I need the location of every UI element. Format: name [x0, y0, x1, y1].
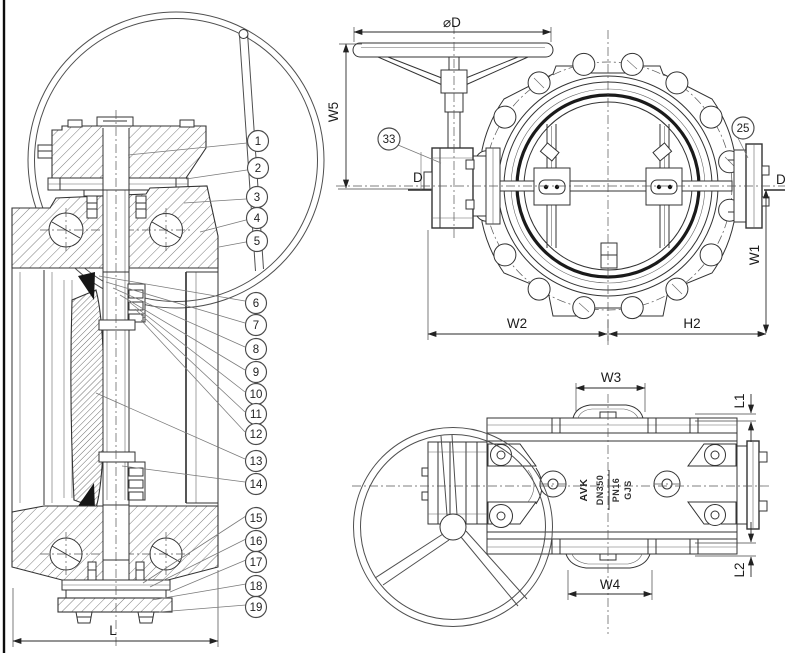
upper-gland-flange	[98, 319, 136, 331]
svg-text:25: 25	[737, 123, 750, 135]
callout-3: 3	[245, 185, 269, 209]
callout-8: 8	[244, 337, 268, 361]
dim-diameter: ⌀D	[443, 15, 461, 30]
callout-19: 19	[244, 595, 268, 619]
svg-text:11: 11	[250, 409, 262, 421]
svg-text:17: 17	[250, 557, 263, 569]
svg-text:19: 19	[250, 602, 263, 614]
section-label-right: D	[776, 172, 785, 187]
cast-brand: AVK	[578, 479, 590, 502]
dim-l2: L2	[732, 562, 747, 577]
bottom-cover-plate	[57, 597, 173, 613]
handwheel-spoke-cap	[238, 29, 249, 39]
svg-text:5: 5	[254, 236, 260, 248]
dim-w1: W1	[747, 245, 762, 265]
svg-text:9: 9	[253, 367, 259, 379]
callout-16: 16	[244, 529, 268, 553]
handwheel-rim-outer	[27, 11, 325, 309]
dim-l1: L1	[732, 393, 747, 408]
housing-bolt-right	[179, 119, 195, 128]
callout-balloons: 1 2 3 4 5 6 7 8 9 10 11 12 13 14 15 16 1…	[244, 116, 755, 619]
callout-7: 7	[244, 313, 268, 337]
dim-w4: W4	[600, 577, 621, 592]
svg-text:33: 33	[383, 134, 396, 146]
top-view: AVK DN350 PN16 GJS	[352, 394, 772, 634]
disc-stop-right	[652, 142, 673, 162]
callout-1: 1	[246, 129, 270, 153]
gearbox-front	[423, 147, 501, 229]
callout-4: 4	[245, 206, 269, 230]
svg-text:14: 14	[250, 479, 263, 491]
seat-seal-upper	[78, 272, 95, 300]
lower-gland-flange	[98, 451, 136, 463]
svg-text:7: 7	[253, 320, 259, 332]
section-view	[11, 11, 325, 646]
shaft-cover-top-view	[736, 440, 768, 530]
svg-text:16: 16	[250, 536, 263, 548]
callout-18: 18	[244, 574, 268, 598]
svg-text:6: 6	[253, 298, 259, 310]
bottom-plate	[486, 538, 738, 555]
stud-bolt-right	[135, 195, 147, 219]
svg-text:18: 18	[250, 581, 263, 593]
callout-12: 12	[244, 422, 268, 446]
cast-material: GJS	[623, 480, 633, 500]
front-view	[336, 25, 785, 346]
stud-bolt-left	[86, 195, 98, 219]
dim-w3: W3	[601, 370, 621, 385]
svg-text:3: 3	[254, 192, 260, 204]
callout-2: 2	[246, 156, 270, 180]
dim-h2: H2	[683, 316, 700, 331]
svg-text:2: 2	[255, 163, 261, 175]
gearbox-top-view	[421, 441, 488, 525]
callout-5: 5	[245, 229, 269, 253]
handwheel-bar	[352, 42, 554, 58]
dim-w5: W5	[326, 102, 341, 122]
cast-dn: DN350	[595, 475, 605, 506]
pipe-hub-top	[572, 404, 644, 419]
section-label-left: D	[413, 170, 423, 185]
svg-text:4: 4	[254, 213, 261, 225]
callout-9: 9	[244, 360, 268, 384]
svg-text:1: 1	[255, 136, 261, 148]
handwheel-top-view	[353, 427, 553, 627]
svg-text:10: 10	[250, 389, 263, 401]
callout-33: 33	[377, 127, 401, 151]
callout-13: 13	[244, 449, 268, 473]
callout-25: 25	[731, 116, 755, 140]
dim-w2: W2	[507, 316, 527, 331]
callout-6: 6	[244, 291, 268, 315]
svg-text:12: 12	[250, 429, 263, 441]
seat-seal-lower	[78, 483, 95, 510]
dim-length: L	[109, 623, 117, 638]
callout-leaders	[95, 135, 749, 613]
callout-11: 11	[244, 402, 268, 426]
handwheel-rim-inner	[34, 18, 318, 302]
callout-15: 15	[244, 506, 268, 530]
top-plate	[486, 417, 738, 434]
dimensions: ⌀D W5 W2 H2 W1 D D W3 W4 L1 L2 L	[12, 15, 785, 647]
callout-14: 14	[244, 472, 268, 496]
svg-text:8: 8	[253, 344, 259, 356]
disc-section	[70, 289, 105, 509]
svg-text:13: 13	[250, 456, 263, 468]
flange-bolt-holes	[474, 52, 742, 320]
callout-10: 10	[244, 382, 268, 406]
handwheel-hub	[439, 513, 467, 541]
callout-17: 17	[244, 550, 268, 574]
cast-pn: PN16	[611, 478, 621, 503]
housing-bolt-left	[67, 119, 83, 128]
disc-stop-left	[539, 142, 560, 162]
svg-text:15: 15	[250, 513, 263, 525]
